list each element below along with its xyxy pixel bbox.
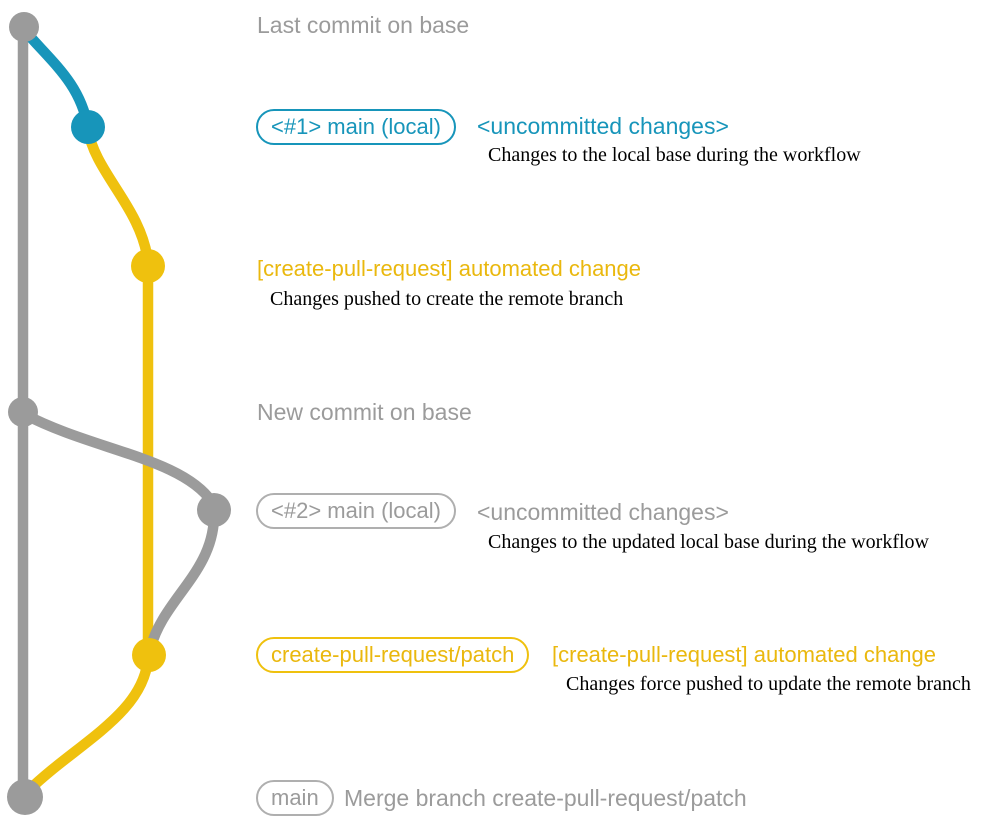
gray-branch-curve-out (18, 408, 218, 508)
yellow-branch-curve-lower (22, 652, 154, 797)
heading-uncommitted-changes-2: <uncommitted changes> (477, 499, 729, 525)
badge-patch-branch: create-pull-request/patch (256, 637, 530, 673)
commit-dot-remote-branch-2 (132, 638, 166, 672)
note-pushed-create: Changes pushed to create the remote bran… (270, 288, 624, 310)
commit-dot-base-1 (9, 12, 39, 42)
blue-branch-curve (20, 26, 94, 133)
commit-dot-remote-branch-1 (131, 249, 165, 283)
heading-uncommitted-changes-1: <uncommitted changes> (477, 113, 729, 139)
label-last-commit-on-base: Last commit on base (257, 12, 470, 38)
heading-automated-change-2: [create-pull-request] automated change (552, 642, 937, 667)
note-local-base: Changes to the local base during the wor… (488, 144, 861, 166)
note-updated-local-base: Changes to the updated local base during… (488, 531, 929, 553)
label-new-commit-on-base: New commit on base (257, 399, 472, 425)
yellow-branch-curve-upper (82, 123, 154, 268)
badge-main-local-2: <#2> main (local) (256, 493, 456, 529)
badge-main: main (256, 780, 334, 816)
badge-main-local-1: <#1> main (local) (256, 109, 456, 145)
label-merge-message: Merge branch create-pull-request/patch (344, 785, 747, 811)
commit-dot-local-main-1 (71, 110, 105, 144)
note-force-pushed: Changes force pushed to update the remot… (566, 673, 971, 695)
commit-dot-base-2 (8, 397, 38, 427)
commit-dot-merge (7, 779, 43, 815)
heading-automated-change-1: [create-pull-request] automated change (257, 256, 642, 281)
commit-dot-local-main-2 (197, 493, 231, 527)
gray-branch-curve-in (144, 512, 220, 656)
